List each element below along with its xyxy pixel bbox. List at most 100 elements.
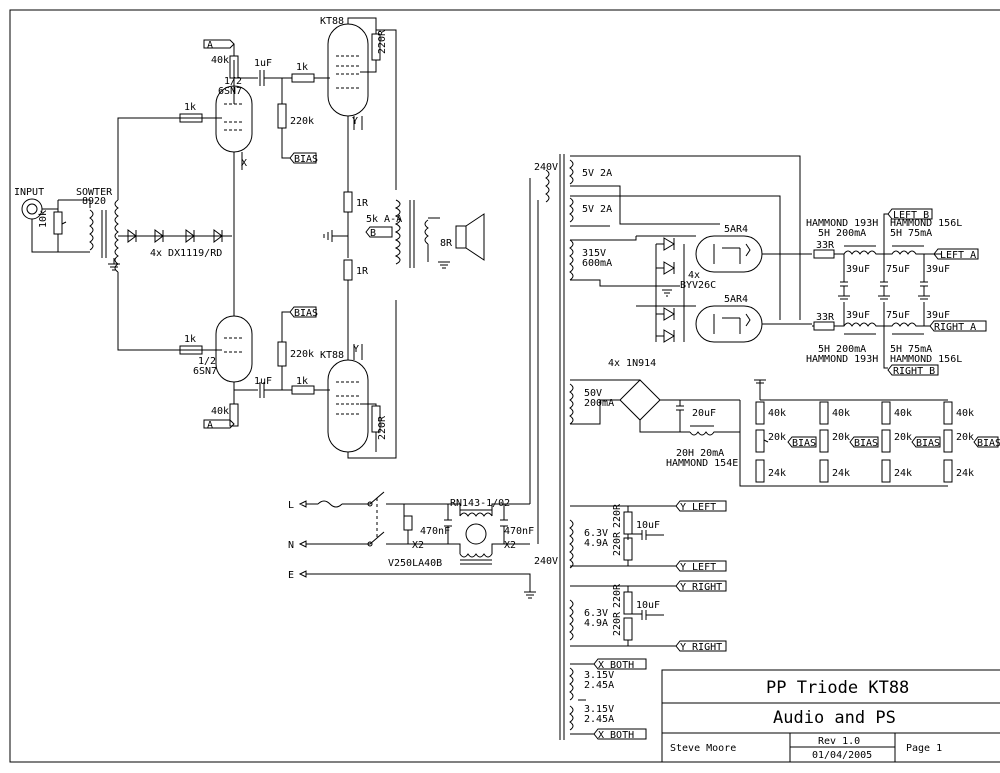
mains-cap2: 470nF [504, 526, 534, 537]
heater-both-v1: 3.15V [584, 670, 614, 681]
driver-bottom-tube: 1/2 6SN7 1k 40k A [179, 152, 253, 431]
heater-left-a: 4.9A [584, 538, 608, 549]
heater-both-net-bottom: X BOTH [598, 730, 634, 741]
heater-right-net-bottom: Y RIGHT [680, 642, 722, 653]
bias-divider-1: 40k 20k BIAS 24k [755, 401, 817, 483]
title-block: PP Triode KT88 Audio and PS Steve Moore … [661, 669, 1000, 763]
psu-right-cap2: 75uF [886, 310, 910, 321]
input-connector: INPUT [14, 187, 90, 253]
rectifier-diodes-line1: 4x [688, 270, 700, 281]
ht-sec1: 5V 2A [582, 168, 612, 179]
mains-x1: X2 [412, 540, 424, 551]
heater-right: 6.3V 4.9A 220R 220R 10uF Y RIGHT Y RIGHT [569, 580, 727, 653]
bias-supply: 50V 200mA 4x 1N914 20uF 20H 20mA HAMMOND… [569, 358, 948, 487]
mains-cap1: 470nF [420, 526, 450, 537]
heater-left: 6.3V 4.9A 220R 220R 10uF Y LEFT Y LEFT [569, 500, 727, 573]
output-bottom-tube: KT88 220R Y [320, 280, 397, 459]
input-pot-label: 10k [38, 210, 49, 228]
driver-top-plate-r: 40k [211, 55, 229, 66]
psu-left-cap2: 75uF [886, 264, 910, 275]
heater-right-v: 6.3V [584, 608, 608, 619]
rectifier-diodes-line2: BYV26C [680, 280, 716, 291]
psu-left-r: 33R [816, 240, 835, 251]
rectifier-top: 5AR4 [724, 224, 748, 235]
page-text: Page 1 [906, 743, 942, 754]
coupling-top: 1uF 1k 220k BIAS [234, 58, 330, 165]
heater-both: 3.15V 2.45A 3.15V 2.45A X BOTH X BOTH 24… [534, 556, 647, 741]
heater-right-a: 4.9A [584, 618, 608, 629]
bias-divider-3: 40k 20k BIAS 24k [881, 401, 941, 483]
heater-both-v2: 3.15V [584, 704, 614, 715]
psu-left-choke2-line2: 5H 75mA [890, 228, 932, 239]
output-transformer: 5k A-A B 8R [365, 29, 485, 269]
coupling-bottom-cap: 1uF [254, 376, 272, 387]
psu-right-cap3: 39uF [926, 310, 950, 321]
bias-div1-net: BIAS [792, 438, 816, 449]
coupling-bottom-grid-leak: 220k [290, 349, 314, 360]
heater-right-cap: 10uF [636, 600, 660, 611]
heater-left-r2: 220R [612, 531, 623, 556]
output-top-screen-r: 220R [377, 29, 388, 54]
bias-div2-net: BIAS [854, 438, 878, 449]
mains-filter-label: RN143-1/02 [450, 498, 510, 509]
mains-input: L N E 470nF X2 V250LA40B [288, 491, 536, 599]
output-bottom-label: KT88 [320, 350, 344, 361]
bias-div3-top: 40k [894, 408, 912, 419]
coupling-bottom-grid-stop: 1k [296, 376, 308, 387]
coupling-top-bias: BIAS [294, 154, 318, 165]
cathode-r-top: 1R [356, 198, 369, 209]
bias-div4-bottom: 24k [956, 468, 974, 479]
bias-divider-4: 40k 20k BIAS 24k [943, 401, 1000, 483]
bias-div2-top: 40k [832, 408, 850, 419]
heater-left-net-bottom: Y LEFT [680, 562, 716, 573]
rectifier-block: 5AR4 5AR4 4x BYV26C [636, 224, 812, 343]
driver-bottom-net-a: A [207, 420, 213, 431]
bias-choke-line2: HAMMOND 154E [666, 458, 738, 469]
ht-pri-label: 240V [534, 162, 558, 173]
psu-right-r: 33R [816, 312, 835, 323]
input-label: INPUT [14, 187, 44, 198]
output-top-label: KT88 [320, 16, 344, 27]
driver-top-net-a: A [207, 40, 213, 51]
heater-right-r2: 220R [612, 611, 623, 636]
ht-sec3-line1: 315V [582, 248, 606, 259]
psu-right-choke2-line1: 5H 75mA [890, 344, 932, 355]
psu-left-net-b: LEFT B [893, 210, 929, 221]
heater-left-net-top: Y LEFT [680, 502, 716, 513]
heater-left-v: 6.3V [584, 528, 608, 539]
ht-sec3-line2: 600mA [582, 258, 612, 269]
bias-div1-top: 40k [768, 408, 786, 419]
psu-right-net-b: RIGHT B [893, 366, 935, 377]
psu-left-cap3: 39uF [926, 264, 950, 275]
bias-div3-bottom: 24k [894, 468, 912, 479]
led-string: 4x DX1119/RD [124, 229, 232, 259]
output-transformer-label: 5k A-A [366, 214, 402, 225]
psu-left-cap1: 39uF [846, 264, 870, 275]
mains-x2: X2 [504, 540, 516, 551]
ht-sec2: 5V 2A [582, 204, 612, 215]
coupling-top-grid-stop: 1k [296, 62, 308, 73]
psu-right: 33R RIGHT A RIGHT B 39uF 75uF 39uF 5H 20… [806, 302, 987, 377]
subtitle-text: Audio and PS [773, 708, 896, 728]
cathode-r-bottom: 1R [356, 266, 369, 277]
heater-right-net-top: Y RIGHT [680, 582, 722, 593]
bias-winding-line2: 200mA [584, 398, 614, 409]
cathode-network: 1R 1R [323, 190, 369, 282]
psu-left-choke1-line2: 5H 200mA [818, 228, 866, 239]
heater-both-a1: 2.45A [584, 680, 614, 691]
input-potentiometer: 10k [38, 200, 67, 252]
speaker-impedance: 8R [440, 238, 453, 249]
bias-choke-line1: 20H 20mA [676, 448, 724, 459]
bias-div4-net: BIAS [977, 438, 1000, 449]
driver-bottom-grid-r: 1k [184, 334, 196, 345]
output-top-filament: Y [352, 116, 358, 127]
coupling-bottom-bias: BIAS [294, 308, 318, 319]
ht-transformer: 240V 5V 2A 5V 2A 315V 600mA [534, 154, 801, 740]
output-bottom-screen-r: 220R [377, 415, 388, 440]
driver-top-cathode-net: X [241, 158, 247, 169]
bias-div3-pot: 20k [894, 432, 912, 443]
rectifier-bottom: 5AR4 [724, 294, 748, 305]
heater-both-a2: 2.45A [584, 714, 614, 725]
driver-bottom-plate-r: 40k [211, 406, 229, 417]
led-label: 4x DX1119/RD [150, 248, 222, 259]
